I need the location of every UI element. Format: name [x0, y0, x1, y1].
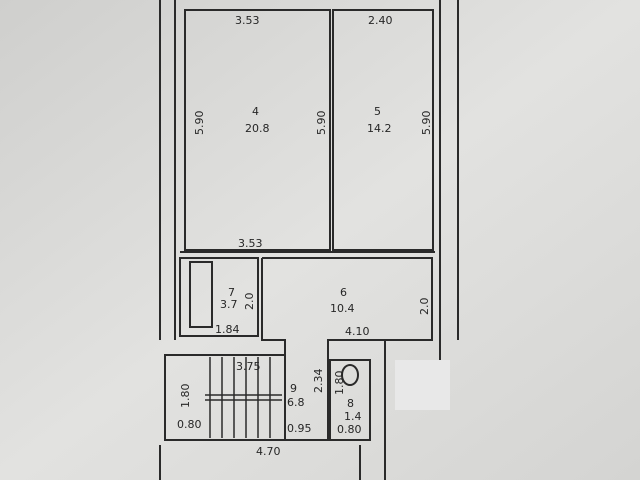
dim-room7-height: 2.0: [243, 293, 256, 311]
toilet-icon: [341, 364, 359, 386]
dim-room5-right: 5.90: [420, 111, 433, 136]
redacted-area: [395, 360, 450, 410]
room-7-number: 7: [228, 286, 235, 299]
dim-wc-height: 1.80: [333, 371, 346, 396]
dim-room6-width: 4.10: [345, 325, 370, 338]
room-9-area: 6.8: [287, 396, 305, 409]
room-labels: 4 20.8 5 14.2 6 10.4 7 3.7 8 1.4 9 6.8: [220, 105, 392, 423]
room-6-area: 10.4: [330, 302, 355, 315]
bathtub-icon: [189, 261, 213, 328]
walls: [159, 0, 459, 480]
dim-room4-left: 5.90: [193, 111, 206, 136]
room-5-outline: [332, 9, 434, 251]
room-5-area: 14.2: [367, 122, 392, 135]
dim-room7-width: 1.84: [215, 323, 240, 336]
dim-bottom-width: 4.70: [256, 445, 281, 458]
room-9-number: 9: [290, 382, 297, 395]
dim-wc-width: 0.80: [337, 423, 362, 436]
room-7-area: 3.7: [220, 298, 238, 311]
dim-corridor-height: 2.34: [312, 369, 325, 394]
room-6-number: 6: [340, 286, 347, 299]
dim-room4-right: 5.90: [315, 111, 328, 136]
room-4-area: 20.8: [245, 122, 270, 135]
dim-stair-height: 1.80: [179, 384, 192, 409]
room-4-number: 4: [252, 105, 259, 118]
room-8-number: 8: [347, 397, 354, 410]
dim-top-right: 2.40: [368, 14, 393, 27]
dim-top-left: 3.53: [235, 14, 260, 27]
dimension-labels: 3.53 2.40 5.90 5.90 5.90 3.53 2.0 1.84 2…: [177, 14, 433, 458]
dim-room6-height: 2.0: [418, 298, 431, 316]
room-7-outline: [179, 257, 259, 337]
room-4-outline: [184, 9, 331, 251]
dim-stair-left: 0.80: [177, 418, 202, 431]
room-5-number: 5: [374, 105, 381, 118]
dim-corridor-width: 0.95: [287, 422, 312, 435]
dim-room4-bottom: 3.53: [238, 237, 263, 250]
room-8-area: 1.4: [344, 410, 362, 423]
dim-stair-width: 3.75: [236, 360, 261, 373]
